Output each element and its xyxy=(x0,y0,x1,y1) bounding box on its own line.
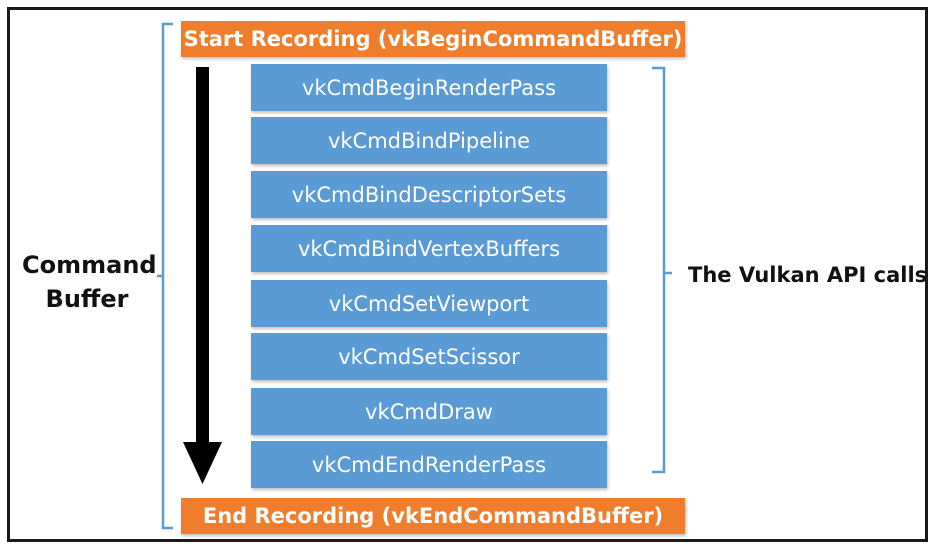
flow-arrow-head xyxy=(183,442,222,484)
command-buffer-label-line-2: Buffer xyxy=(45,285,129,313)
api-call-box: vkCmdBindPipeline xyxy=(251,117,607,164)
api-call-box: vkCmdBeginRenderPass xyxy=(251,64,607,111)
flow-arrow-shaft xyxy=(196,67,209,444)
end-recording-box: End Recording (vkEndCommandBuffer) xyxy=(181,498,685,534)
api-call-box: vkCmdDraw xyxy=(251,388,607,435)
api-calls-label: The Vulkan API calls xyxy=(688,263,928,287)
command-buffer-bracket xyxy=(157,22,173,530)
api-calls-bracket xyxy=(652,66,672,474)
api-call-box: vkCmdEndRenderPass xyxy=(251,441,607,488)
command-buffer-label: Command Buffer xyxy=(22,248,157,316)
api-call-box: vkCmdSetScissor xyxy=(251,333,607,380)
api-call-box: vkCmdBindVertexBuffers xyxy=(251,225,607,272)
command-buffer-label-line-1: Command xyxy=(22,251,157,279)
api-call-box: vkCmdBindDescriptorSets xyxy=(251,171,607,218)
api-call-box: vkCmdSetViewport xyxy=(251,280,607,327)
diagram-frame xyxy=(7,7,928,542)
start-recording-box: Start Recording (vkBeginCommandBuffer) xyxy=(181,21,685,57)
